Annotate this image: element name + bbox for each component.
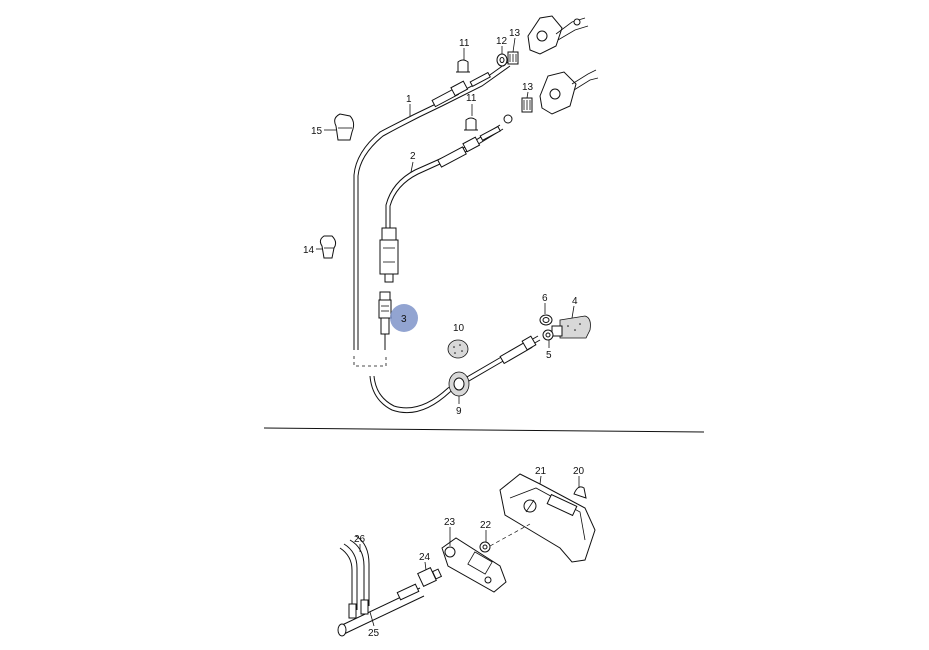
callout-26: 26: [354, 534, 366, 545]
part-10-cap: [447, 339, 469, 359]
part-25-loom: [337, 583, 425, 637]
callout-leaders: [316, 37, 580, 627]
part-3-sensor: [378, 291, 392, 350]
part-21-bracket: [499, 473, 596, 563]
callout-14: 14: [303, 245, 315, 256]
part-24-connector: [417, 567, 443, 587]
callout-9: 9: [456, 406, 462, 417]
bracket-mid: [539, 69, 599, 115]
break-bracket: [353, 356, 387, 367]
callout-13-top: 13: [509, 28, 521, 39]
callout-25: 25: [368, 628, 380, 639]
section-divider: [263, 427, 705, 433]
callout-22: 22: [480, 520, 492, 531]
part-13-top: [507, 51, 519, 65]
part-15-clip: [334, 113, 355, 141]
callout-4: 4: [572, 296, 578, 307]
part-26-wires: [339, 535, 370, 619]
part-5-nut: [542, 329, 554, 341]
part-13-mid: [521, 97, 533, 113]
part-14-clip: [319, 235, 337, 259]
callout-6: 6: [542, 293, 548, 304]
part-11-clip-mid: [464, 117, 478, 131]
bracket-top: [527, 15, 589, 55]
lower-cable: [369, 335, 541, 414]
callout-1: 1: [406, 94, 412, 105]
callout-24: 24: [419, 552, 431, 563]
callout-labels: 1 2 3 4 5 6 9 10 11 11 12 13 13 14 15 20…: [303, 28, 585, 639]
highlight-marker-3: [390, 304, 418, 332]
part-9-grommet: [448, 371, 470, 397]
callout-11-mid: 11: [466, 93, 477, 104]
alignment-line: [489, 523, 531, 547]
cable-2: [379, 114, 513, 283]
part-22-nut: [479, 541, 491, 553]
callout-15: 15: [311, 126, 323, 137]
callout-11-top: 11: [459, 38, 470, 49]
part-11-clip-top: [456, 59, 470, 73]
callout-10: 10: [453, 323, 465, 334]
callout-21: 21: [535, 466, 547, 477]
part-12-washer: [496, 53, 508, 67]
callout-3: 3: [401, 314, 407, 325]
cable-1: [353, 61, 511, 350]
callout-2: 2: [410, 151, 416, 162]
callout-20: 20: [573, 466, 585, 477]
part-20-bolt: [573, 486, 587, 499]
part-4-sender: [551, 315, 591, 339]
callout-12: 12: [496, 36, 508, 47]
part-6-ring: [539, 314, 553, 326]
callout-23: 23: [444, 517, 456, 528]
part-23-plate: [441, 537, 507, 593]
callout-13-mid: 13: [522, 82, 534, 93]
callout-5: 5: [546, 350, 552, 361]
